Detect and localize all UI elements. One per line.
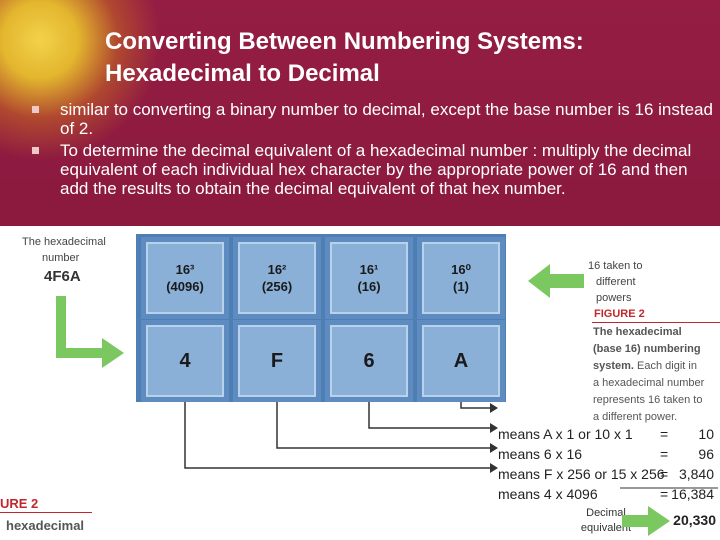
power-tile: 16¹ (16) <box>325 237 413 319</box>
power-tile: 16² (256) <box>233 237 321 319</box>
digit-tile: 4 <box>141 320 229 402</box>
result-line: means F x 256 or 15 x 256 <box>498 466 665 482</box>
label-line: The hexadecimal <box>22 236 106 248</box>
result-value: 3,840 <box>678 466 714 482</box>
caption-line: Each digit in <box>637 360 697 372</box>
note-line: 16 taken to <box>588 260 643 272</box>
equals-sign: = <box>660 446 669 462</box>
digit-value: 4 <box>179 349 191 372</box>
figure-caption-text: The hexadecimal (base 16) numbering syst… <box>593 324 704 426</box>
bullet-item: similar to converting a binary number to… <box>32 100 717 138</box>
hex-number-label: The hexadecimal number <box>22 234 106 266</box>
hex-conversion-figure: The hexadecimal number 4F6A 16³ (4096) 1… <box>0 226 720 540</box>
decimal-total: 20,330 <box>673 512 716 528</box>
equals-sign: = <box>660 426 669 442</box>
power-tile: 16³ (4096) <box>141 237 229 319</box>
power-label: 16¹ <box>359 262 379 277</box>
result-value: 10 <box>698 426 714 442</box>
figure-caption-label: FIGURE 2 <box>594 308 645 320</box>
digit-value: F <box>270 349 284 372</box>
power-value: (256) <box>261 279 293 294</box>
digit-value: A <box>453 349 469 372</box>
label-line: equivalent <box>580 522 632 534</box>
l-arrow-icon <box>56 296 124 368</box>
caption-line: represents 16 taken to <box>593 394 703 406</box>
power-value: (1) <box>453 279 469 294</box>
result-value: 16,384 <box>671 486 714 502</box>
result-line: means A x 1 or 10 x 1 <box>498 426 633 442</box>
result-value: 96 <box>698 446 714 462</box>
decimal-equivalent-label: Decimal equivalent <box>578 506 634 536</box>
power-value: (16) <box>357 279 381 294</box>
bullet-text: similar to converting a binary number to… <box>60 100 713 138</box>
slide-title: Converting Between Numbering Systems: He… <box>105 26 705 90</box>
power-label: 16² <box>267 262 287 277</box>
note-line: different <box>596 276 636 288</box>
bullet-list: similar to converting a binary number to… <box>32 100 717 198</box>
power-label: 16³ <box>175 262 195 277</box>
digit-value: 6 <box>363 349 375 372</box>
caption-line: a hexadecimal number <box>593 377 705 389</box>
cropped-caption-text: hexadecimal <box>6 518 85 533</box>
caption-divider <box>592 322 720 323</box>
caption-line: (base 16) numbering <box>593 343 701 355</box>
equals-sign: = <box>660 486 669 502</box>
caption-line: The hexadecimal <box>593 326 682 338</box>
power-tile: 16⁰ (1) <box>417 237 505 319</box>
caption-line: a different power. <box>593 411 678 423</box>
cropped-caption-divider <box>0 512 92 513</box>
bullet-text: To determine the decimal equivalent of a… <box>60 141 692 198</box>
square-bullet-icon <box>32 147 39 154</box>
digit-tile: F <box>233 320 321 402</box>
power-label: 16⁰ <box>451 262 471 277</box>
title-line-1: Converting Between Numbering Systems: <box>105 28 584 55</box>
powers-note: 16 taken to different powers <box>588 258 642 306</box>
caption-line: system. <box>593 360 634 372</box>
power-value: (4096) <box>166 279 204 294</box>
digit-tile: A <box>417 320 505 402</box>
right-arrow-icon <box>622 506 670 536</box>
title-line-2: Hexadecimal to Decimal <box>105 60 380 87</box>
bullet-item: To determine the decimal equivalent of a… <box>32 141 717 198</box>
hex-number-value: 4F6A <box>44 268 81 285</box>
label-line: Decimal <box>586 507 626 519</box>
left-arrow-icon <box>528 264 584 298</box>
square-bullet-icon <box>32 106 39 113</box>
equals-sign: = <box>660 466 669 482</box>
connector-lines <box>184 402 718 489</box>
result-line: means 6 x 16 <box>498 446 583 462</box>
digit-tile: 6 <box>325 320 413 402</box>
cropped-figure-caption: URE 2 <box>0 496 39 511</box>
label-line: number <box>42 252 80 264</box>
result-line: means 4 x 4096 <box>498 486 598 502</box>
note-line: powers <box>596 292 632 304</box>
